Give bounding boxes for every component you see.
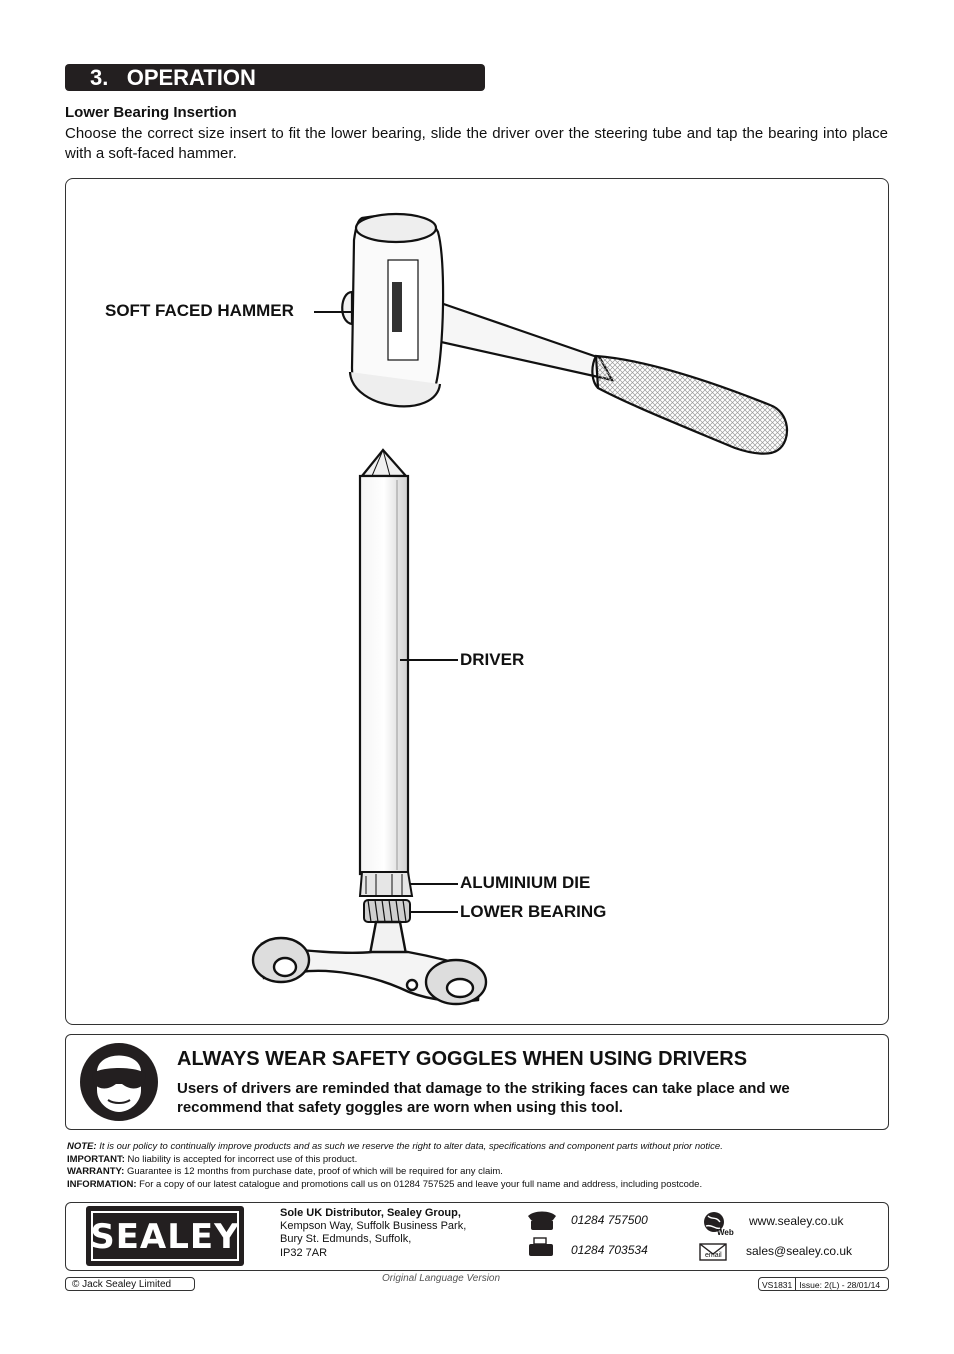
important-label: IMPORTANT: <box>67 1153 125 1165</box>
safety-text: Users of drivers are reminded that damag… <box>177 1080 790 1116</box>
steering-yoke-drawing <box>251 920 488 1006</box>
website-link[interactable]: www.sealey.co.uk <box>749 1214 844 1228</box>
note-text: It is our policy to continually improve … <box>99 1141 723 1152</box>
label-lower-bearing: LOWER BEARING <box>460 902 607 921</box>
email-envelope-icon <box>699 1243 727 1261</box>
model-number: VS1831 <box>759 1278 797 1290</box>
information-text: For a copy of our latest catalogue and p… <box>139 1178 703 1190</box>
address-line-2: Bury St. Edmunds, Suffolk, <box>280 1233 412 1246</box>
information-label: INFORMATION: <box>67 1178 137 1190</box>
section-number: 3. <box>90 65 109 90</box>
intro-paragraph: Choose the correct size insert to fit th… <box>65 125 888 162</box>
warranty-label: WARRANTY: <box>67 1166 125 1178</box>
issue-info: Issue: 2(L) - 28/01/14 <box>799 1280 881 1290</box>
figure-frame <box>65 178 889 1025</box>
section-header-bar: 3. OPERATION <box>65 64 485 91</box>
legal-notes: NOTE: It is our policy to continually im… <box>67 1141 897 1191</box>
model-issue-badge: VS1831 Issue: 2(L) - 28/01/14 <box>758 1277 889 1291</box>
driver-drawing <box>358 448 410 876</box>
copyright-badge: © Jack Sealey Limited <box>65 1277 195 1291</box>
warranty-text: Guarantee is 12 months from purchase dat… <box>126 1166 503 1178</box>
distributor-name: Sole UK Distributor, Sealey Group, <box>280 1207 461 1219</box>
sealey-logo-text: SEALEY <box>90 1217 240 1257</box>
address-line-3: IP32 7AR <box>280 1246 328 1259</box>
address-line-1: Kempson Way, Suffolk Business Park, <box>280 1220 467 1233</box>
label-aluminium-die: ALUMINIUM DIE <box>460 873 591 892</box>
important-text: No liability is accepted for incorrect u… <box>127 1153 358 1165</box>
email-icon-label: email <box>705 1252 722 1259</box>
lower-bearing-drawing <box>363 899 411 923</box>
safety-goggles-icon <box>80 1043 158 1121</box>
aluminium-die-drawing <box>358 871 414 897</box>
safety-title: ALWAYS WEAR SAFETY GOGGLES WHEN USING DR… <box>177 1048 748 1070</box>
web-icon-label: Web <box>717 1228 734 1237</box>
sealey-logo: SEALEY <box>86 1206 244 1266</box>
safety-warning-box <box>65 1034 889 1130</box>
phone-icon <box>528 1211 556 1230</box>
section-title: OPERATION <box>126 65 256 90</box>
hammer-drawing <box>341 212 789 455</box>
fax-icon <box>529 1237 553 1256</box>
note-label: NOTE: <box>67 1141 97 1152</box>
distributor-address: Sole UK Distributor, Sealey Group, Kemps… <box>280 1207 466 1260</box>
email-link[interactable]: sales@sealey.co.uk <box>746 1244 853 1258</box>
fax-number: 01284 703534 <box>571 1243 648 1257</box>
footer-contact-box <box>65 1202 889 1271</box>
phone-number: 01284 757500 <box>571 1213 648 1227</box>
language-version: Original Language Version <box>382 1273 501 1284</box>
web-globe-icon <box>704 1212 724 1232</box>
label-soft-faced-hammer: SOFT FACED HAMMER <box>105 301 294 320</box>
subheading: Lower Bearing Insertion <box>65 104 237 121</box>
label-driver: DRIVER <box>460 650 525 669</box>
